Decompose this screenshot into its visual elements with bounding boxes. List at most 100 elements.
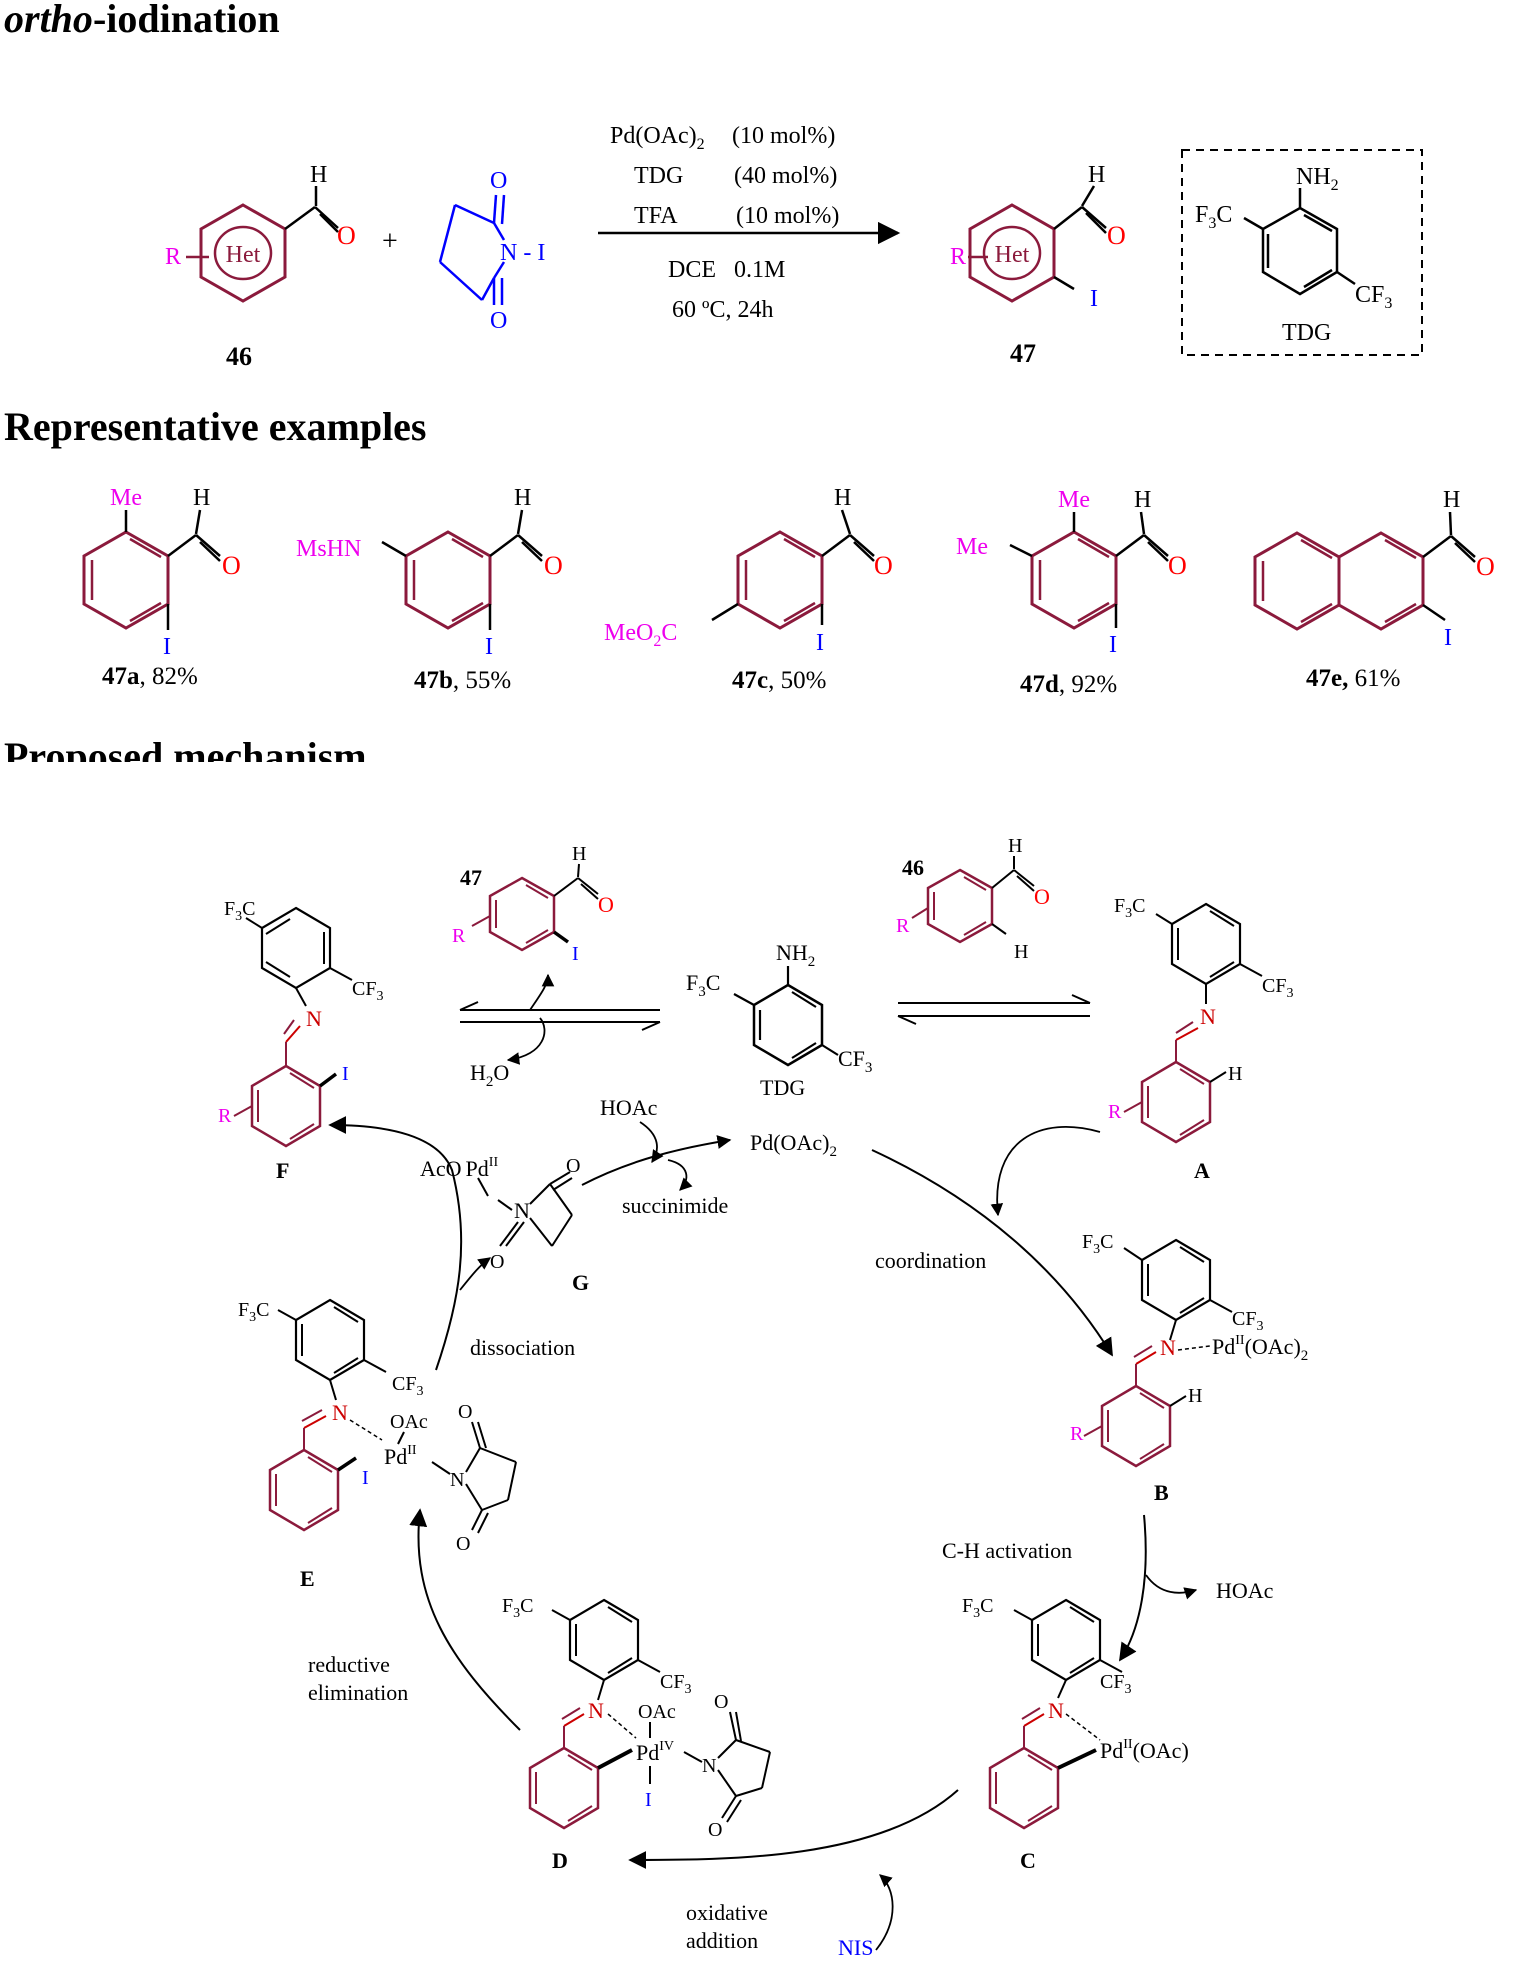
example-47d: Me Me H O I [956, 487, 1187, 658]
svg-text:I: I [342, 1063, 349, 1085]
svg-text:H: H [193, 485, 210, 511]
svg-text:N: N [306, 1006, 322, 1031]
mech-tdg: NH2 F3C CF3 TDG [686, 940, 872, 1100]
svg-text:H: H [1008, 835, 1022, 857]
svg-text:O: O [458, 1401, 472, 1423]
svg-text:CF3: CF3 [352, 978, 383, 1004]
svg-text:F3C: F3C [224, 898, 255, 924]
svg-text:H: H [1088, 162, 1105, 188]
svg-text:Het: Het [995, 242, 1030, 268]
svg-text:O: O [1476, 552, 1495, 581]
svg-text:O: O [598, 892, 614, 917]
svg-text:R: R [165, 244, 181, 270]
elimination-label: elimination [308, 1680, 408, 1705]
svg-text:TFA: TFA [634, 203, 678, 229]
tdg-box: NH2 F3C CF3 TDG [1181, 149, 1423, 356]
svg-text:H: H [1014, 941, 1028, 963]
svg-text:I: I [816, 630, 824, 656]
svg-text:47d, 92%: 47d, 92% [1020, 671, 1117, 698]
species-F: F3C CF3 N R I F [218, 898, 383, 1183]
svg-text:H: H [514, 485, 531, 511]
svg-text:PdII(OAc)2: PdII(OAc)2 [1212, 1333, 1308, 1364]
svg-text:TDG: TDG [760, 1075, 805, 1100]
svg-text:F3C: F3C [1114, 895, 1145, 921]
svg-text:47a, 82%: 47a, 82% [102, 663, 198, 690]
plus-sign: + [382, 226, 398, 257]
svg-text:O: O [222, 551, 241, 580]
h2o-label: H2O [470, 1060, 509, 1090]
svg-text:D: D [552, 1848, 568, 1873]
species-A: F3C CF3 N R H A [1108, 895, 1293, 1183]
svg-text:47: 47 [460, 865, 482, 890]
svg-text:CF3: CF3 [660, 1671, 691, 1697]
svg-text:PdIV: PdIV [636, 1739, 674, 1765]
svg-text:N: N [514, 1198, 530, 1223]
svg-text:R: R [950, 244, 966, 270]
svg-text:H: H [310, 162, 327, 188]
svg-text:Het: Het [226, 242, 261, 268]
nis-reagent [438, 194, 506, 305]
svg-text:I: I [362, 1467, 369, 1489]
svg-text:O: O [337, 221, 356, 250]
svg-text:F3C: F3C [1195, 202, 1232, 232]
svg-text:N: N [1160, 1335, 1176, 1360]
svg-text:OAc: OAc [638, 1701, 676, 1723]
svg-text:47c, 50%: 47c, 50% [732, 667, 826, 694]
svg-text:N: N [588, 1698, 604, 1723]
mech-product-47: 47 R H O I [452, 843, 614, 965]
svg-text:47b, 55%: 47b, 55% [414, 667, 511, 694]
svg-text:N: N [702, 1755, 716, 1777]
svg-text:NH2: NH2 [776, 940, 815, 970]
nis-n-i: N - I [500, 240, 545, 266]
substrate-46: Het R H O [165, 162, 356, 303]
svg-text:O: O [544, 551, 563, 580]
svg-text:O: O [456, 1533, 470, 1555]
svg-text:Me: Me [1058, 487, 1090, 513]
svg-text:O: O [1168, 551, 1187, 580]
svg-text:O: O [874, 551, 893, 580]
svg-text:I: I [1444, 625, 1452, 651]
svg-text:CF3: CF3 [838, 1046, 872, 1076]
svg-text:CF3: CF3 [1232, 1308, 1263, 1334]
svg-text:Me: Me [110, 485, 142, 511]
svg-text:(40 mol%): (40 mol%) [734, 163, 837, 189]
svg-text:R: R [1108, 1101, 1122, 1123]
reaction-conditions: Pd(OAc)2 (10 mol%) TDG (40 mol%) TFA (10… [598, 123, 901, 323]
svg-text:H: H [1188, 1385, 1202, 1407]
svg-text:F3C: F3C [502, 1595, 533, 1621]
svg-text:F3C: F3C [962, 1595, 993, 1621]
svg-text:O: O [714, 1691, 728, 1713]
addition-label: addition [686, 1928, 758, 1953]
svg-text:F3C: F3C [1082, 1231, 1113, 1257]
svg-text:46: 46 [902, 855, 924, 880]
svg-text:I: I [1090, 286, 1098, 312]
product-47: Het R H O I [950, 162, 1126, 312]
svg-text:N: N [1048, 1698, 1064, 1723]
svg-text:F3C: F3C [238, 1299, 269, 1325]
svg-text:MsHN: MsHN [296, 536, 361, 562]
svg-text:H: H [1443, 487, 1460, 513]
svg-text:N: N [1200, 1004, 1216, 1029]
example-47c: MeO2C H O I [604, 485, 893, 656]
example-47e: H O I [1253, 487, 1495, 651]
svg-text:(10 mol%): (10 mol%) [732, 123, 835, 149]
svg-text:(10 mol%): (10 mol%) [736, 203, 839, 229]
svg-text:O: O [490, 168, 507, 194]
svg-text:C: C [1020, 1848, 1036, 1873]
svg-text:CF3: CF3 [392, 1373, 423, 1399]
svg-text:TDG: TDG [1282, 320, 1331, 346]
svg-text:O: O [1034, 884, 1050, 909]
svg-text:O: O [566, 1155, 580, 1177]
label-47: 47 [1010, 339, 1036, 368]
svg-text:O: O [490, 1251, 504, 1273]
example-47a: Me H O I [82, 485, 241, 660]
oxidative-label: oxidative [686, 1900, 768, 1925]
svg-text:TDG: TDG [634, 163, 683, 189]
svg-text:H: H [1134, 487, 1151, 513]
svg-text:CF3: CF3 [1262, 975, 1293, 1001]
svg-text:B: B [1154, 1480, 1169, 1505]
svg-text:I: I [645, 1789, 652, 1811]
svg-text:R: R [896, 915, 910, 937]
svg-text:I: I [485, 634, 493, 660]
